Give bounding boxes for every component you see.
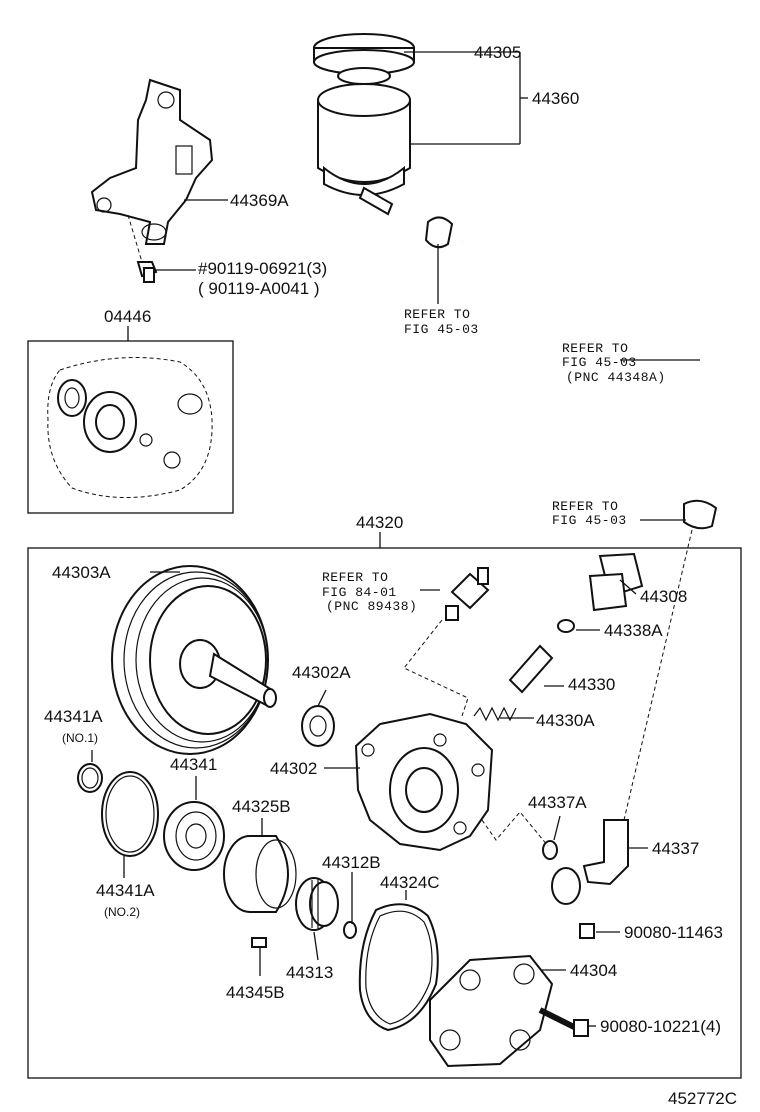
label-44330: 44330 [568,675,615,694]
bearing [301,705,335,747]
label-44308: 44308 [640,587,687,606]
pump-housing [354,712,494,852]
label-90080-11463: 90080-11463 [624,923,723,942]
diagram-code: 452772C [668,1089,737,1108]
hose-clamp-top [424,216,454,249]
o-ring-valve [557,619,575,633]
label-44341: 44341 [170,755,217,774]
refer4-line3: (PNC 89438) [326,599,417,614]
label-bolt-b: ( 90119-A0041 ) [198,279,320,298]
label-44305: 44305 [474,43,521,62]
label-44313: 44313 [286,963,333,982]
rotor [295,877,339,931]
o-ring-union [542,840,558,860]
gasket [358,903,439,1032]
label-44302: 44302 [270,759,317,778]
kit-frame [27,340,234,514]
reservoir-tank [317,83,411,216]
label-44345b: 44345B [226,983,285,1002]
label-44303a: 44303A [52,563,111,582]
label-90080-10221: 90080-10221(4) [600,1017,721,1036]
label-44312b: 44312B [322,853,381,872]
label-44341a-no1: 44341A [44,707,103,726]
union-fitting [551,819,629,905]
o-ring-no2 [101,771,159,857]
pressure-switch [445,567,490,621]
refer1-line2: FIG 45-03 [404,322,479,337]
pump-assembly-frame [27,547,742,1079]
vane [251,937,267,948]
label-44324c: 44324C [380,873,440,892]
refer2-line1: REFER TO [562,341,628,356]
bolt-cover [538,1007,589,1037]
snap-ring [343,921,357,939]
rear-cover [429,954,554,1068]
label-44360: 44360 [532,89,579,108]
refer4-line1: REFER TO [322,570,388,585]
label-44320: 44320 [356,513,403,532]
hose-clamp-bottom [683,499,718,530]
kit-seals [47,357,213,499]
label-44302a: 44302A [292,663,351,682]
label-44337: 44337 [652,839,699,858]
refer2-line3: (PNC 44348A) [566,370,666,385]
refer1-line1: REFER TO [404,307,470,322]
cam-ring-b [223,835,297,913]
label-44325b: 44325B [232,797,291,816]
label-04446: 04446 [104,307,151,326]
refer3-line1: REFER TO [552,499,618,514]
refer4-line2: FIG 84-01 [322,585,397,600]
flow-control-valve [508,644,554,694]
bolt-union [579,923,595,939]
label-bolt-a: #90119-06921(3) [198,259,327,278]
pulley [111,565,277,755]
reservoir-cap [313,33,415,85]
label-no2: (NO.2) [104,905,140,919]
label-no1: (NO.1) [62,731,98,745]
label-44338a: 44338A [604,621,663,640]
label-44330a: 44330A [536,711,595,730]
label-44337a: 44337A [528,793,587,812]
refer2-line2: FIG 45-03 [562,355,637,370]
label-44369a: 44369A [230,191,289,210]
bolt-small [136,261,158,283]
bracket [90,78,214,245]
label-44304: 44304 [570,961,617,980]
refer3-line2: FIG 45-03 [552,513,627,528]
label-44341a-no2: 44341A [96,881,155,900]
cam-ring [163,801,225,871]
flow-control-plug [588,552,644,612]
